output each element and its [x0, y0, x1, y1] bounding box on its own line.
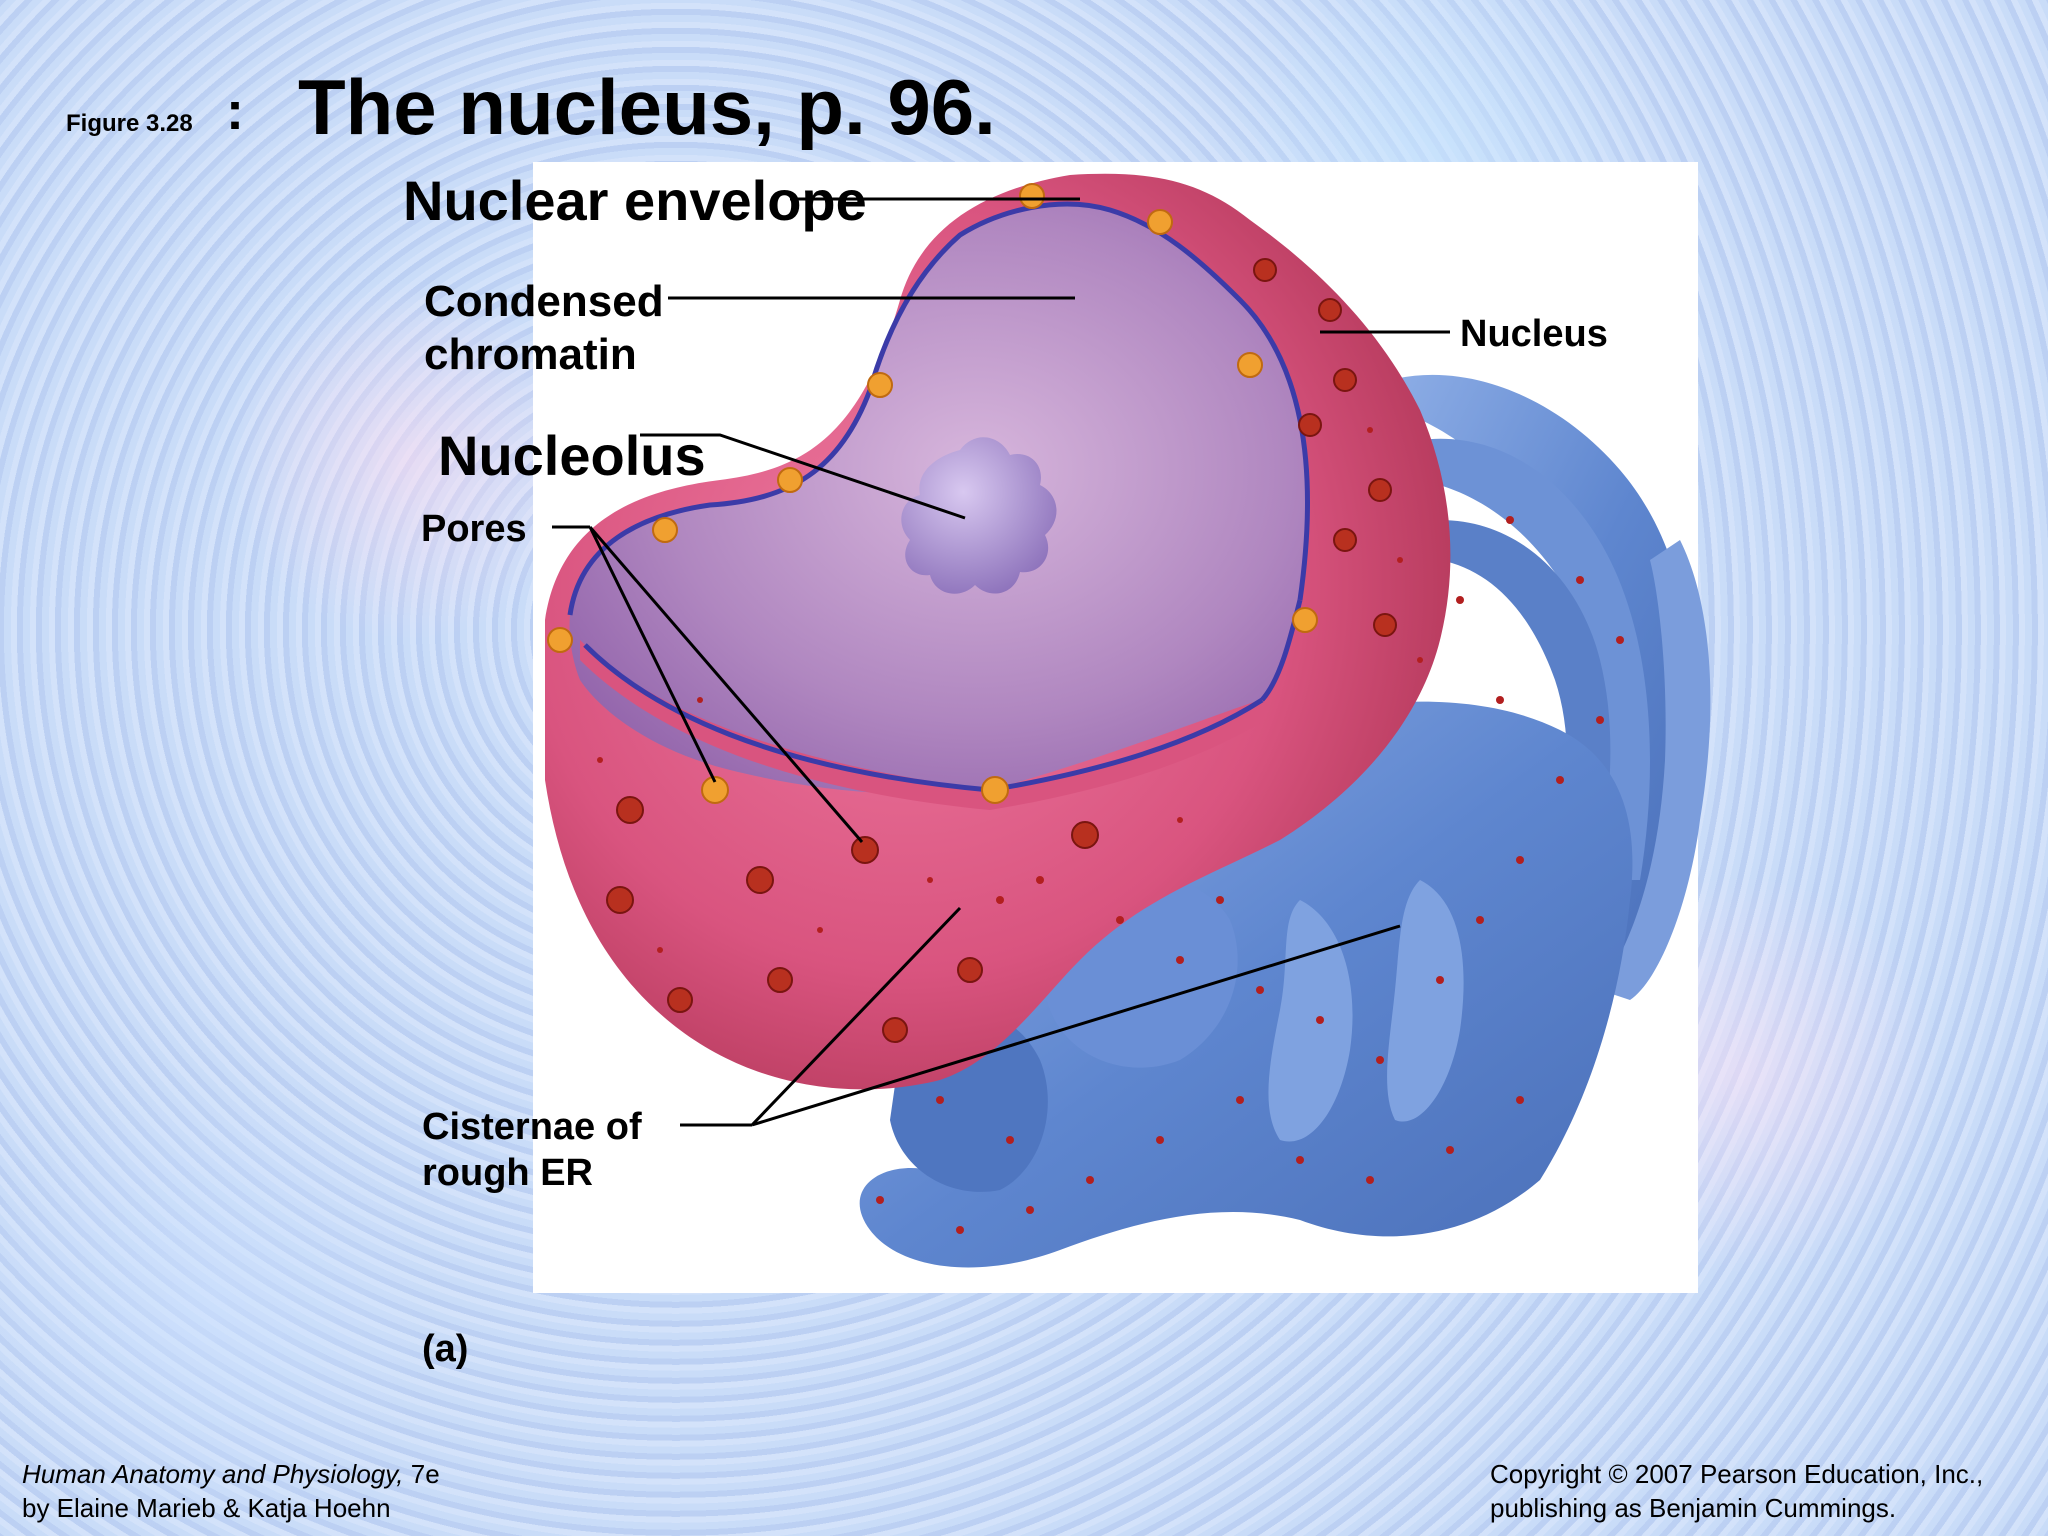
publisher-text: publishing as Benjamin Cummings. — [1490, 1492, 1897, 1523]
book-title: Human Anatomy and Physiology, — [22, 1459, 404, 1489]
ribosomes — [597, 427, 1624, 1234]
book-authors: by Elaine Marieb & Katja Hoehn — [22, 1492, 391, 1523]
figure-number: Figure 3.28 — [66, 110, 193, 137]
label-pores: Pores — [421, 508, 527, 550]
figure-colon: : — [226, 81, 244, 141]
label-condensed-chromatin: Condensed chromatin — [424, 277, 664, 379]
nuclear-pores — [547, 183, 1318, 804]
leader-cisternae-b — [750, 906, 962, 1127]
leader-pores-c — [588, 526, 864, 843]
label-nucleus: Nucleus — [1460, 313, 1608, 355]
leader-cisternae-c — [751, 924, 1401, 1127]
label-cisternae-rough-er: Cisternae of rough ER — [422, 1106, 642, 1194]
label-nucleolus: Nucleolus — [438, 424, 706, 487]
copyright-text: Copyright © 2007 Pearson Education, Inc.… — [1490, 1459, 1984, 1489]
panel-label: (a) — [422, 1328, 469, 1370]
footer-citation: Human Anatomy and Physiology, 7e by Elai… — [22, 1458, 440, 1526]
leader-lines — [552, 197, 1450, 1127]
nucleolus-body — [901, 437, 1057, 594]
pore-complexes — [606, 258, 1397, 1043]
figure-title: The nucleus, p. 96. — [298, 63, 996, 151]
book-edition: 7e — [403, 1459, 440, 1489]
leader-pores-b — [588, 526, 717, 783]
footer-copyright: Copyright © 2007 Pearson Education, Inc.… — [1490, 1458, 1983, 1526]
leader-nucleolus — [640, 433, 966, 520]
label-nuclear-envelope: Nuclear envelope — [403, 169, 867, 232]
